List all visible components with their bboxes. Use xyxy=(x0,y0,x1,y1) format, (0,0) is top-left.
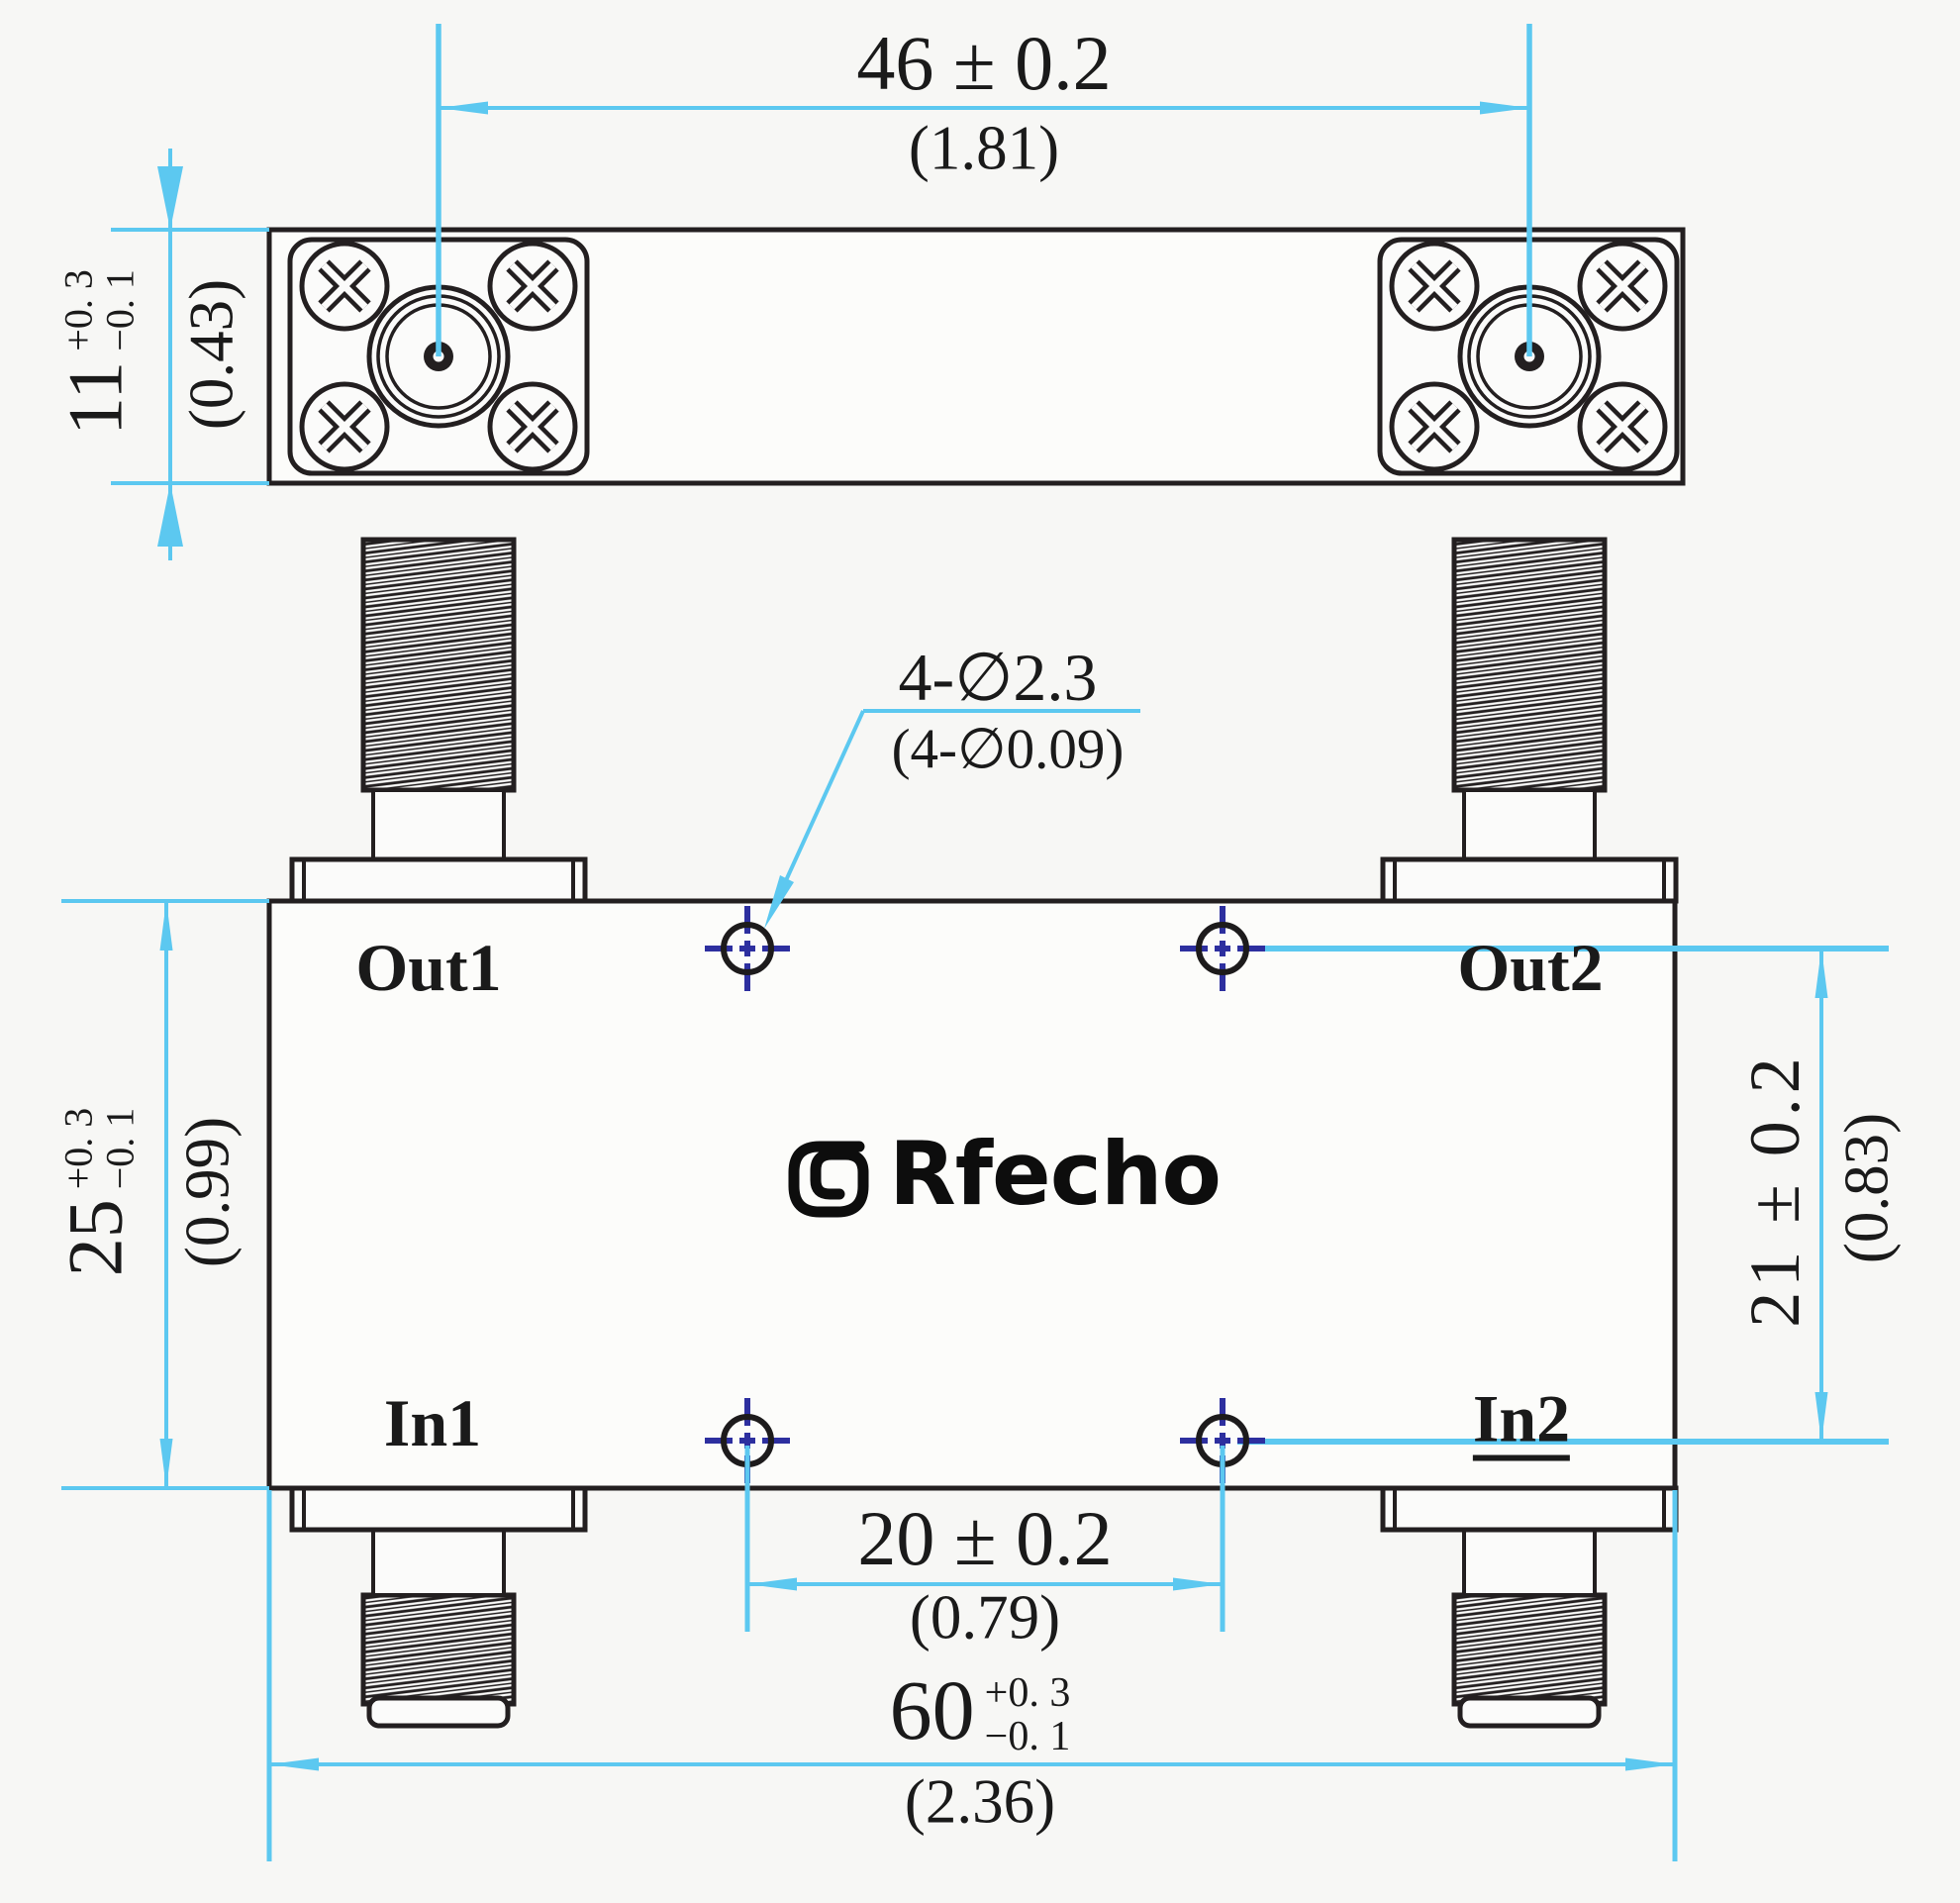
dim-60-lines xyxy=(266,1490,1678,1861)
dim-25-tolerance: +0. 3−0. 1 xyxy=(55,1107,143,1190)
dim-25-value: 25 xyxy=(51,1199,139,1277)
screw-icon xyxy=(490,244,575,329)
dim-46-inch: (1.81) xyxy=(908,113,1060,183)
dim-25: 25 +0. 3−0. 1 xyxy=(51,1107,145,1277)
sma-connector-in1 xyxy=(292,1488,585,1726)
hole-callout-inch: (4-∅0.09) xyxy=(891,718,1125,781)
screw-icon xyxy=(302,244,387,329)
screw-icon xyxy=(490,384,575,469)
rfecho-logo-text: Rfecho xyxy=(889,1123,1222,1225)
screw-icon xyxy=(1580,384,1665,469)
dim-20-lines xyxy=(744,1446,1225,1632)
dim-21-inch: (0.83) xyxy=(1831,1112,1902,1264)
dim-25-inch: (0.99) xyxy=(172,1116,243,1268)
port-label-in2: In2 xyxy=(1472,1385,1571,1461)
screw-icon xyxy=(1392,384,1477,469)
front-view xyxy=(61,540,1889,1861)
screw-icon xyxy=(1392,244,1477,329)
dim-20-value: 20 ± 0.2 xyxy=(857,1495,1113,1581)
screw-icon xyxy=(1580,244,1665,329)
dim-46-lines xyxy=(436,24,1532,356)
hole-callout-leader xyxy=(764,709,1140,929)
sma-connector-in2 xyxy=(1383,1488,1676,1726)
dim-11: 11 +0. 3−0. 1 xyxy=(51,269,145,436)
dim-60-value: 60 xyxy=(889,1661,975,1757)
dim-46-value: 46 ± 0.2 xyxy=(856,20,1112,106)
dim-21-ext-lines xyxy=(1237,946,1889,1445)
dim-11-lines xyxy=(111,149,269,560)
screw-icon xyxy=(302,384,387,469)
dim-11-value: 11 xyxy=(51,360,139,436)
rfecho-logo-mark-icon xyxy=(788,1141,869,1218)
rfecho-logo: Rfecho xyxy=(790,1123,1222,1225)
dim-11-tolerance: +0. 3−0. 1 xyxy=(55,269,143,351)
hole-callout-value: 4-∅2.3 xyxy=(898,640,1098,715)
dim-60-inch: (2.36) xyxy=(904,1766,1056,1837)
sma-connector-out1 xyxy=(292,540,585,901)
port-label-in1: In1 xyxy=(383,1385,482,1460)
dim-60: 60+0. 3−0. 1 xyxy=(890,1667,1071,1762)
dim-25-lines xyxy=(61,899,269,1490)
port-label-out1: Out1 xyxy=(355,930,502,1005)
dim-11-inch: (0.43) xyxy=(176,278,246,431)
sma-connector-out2 xyxy=(1383,540,1676,901)
dim-20-inch: (0.79) xyxy=(909,1582,1061,1653)
dim-60-tolerance: +0. 3−0. 1 xyxy=(984,1669,1071,1760)
port-label-out2: Out2 xyxy=(1457,930,1604,1005)
dim-21-value: 21 ± 0.2 xyxy=(1735,1052,1814,1328)
top-view xyxy=(111,24,1686,560)
front-view-body xyxy=(266,898,1678,1491)
